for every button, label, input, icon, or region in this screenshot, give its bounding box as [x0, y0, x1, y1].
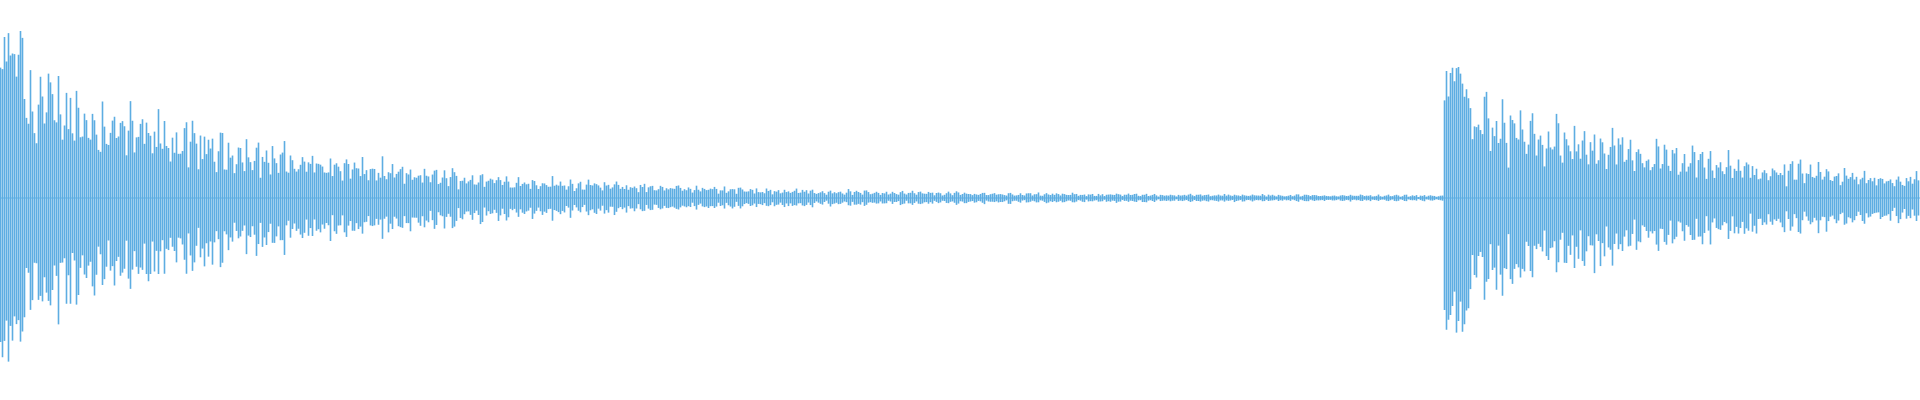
waveform-bars — [0, 31, 1920, 362]
